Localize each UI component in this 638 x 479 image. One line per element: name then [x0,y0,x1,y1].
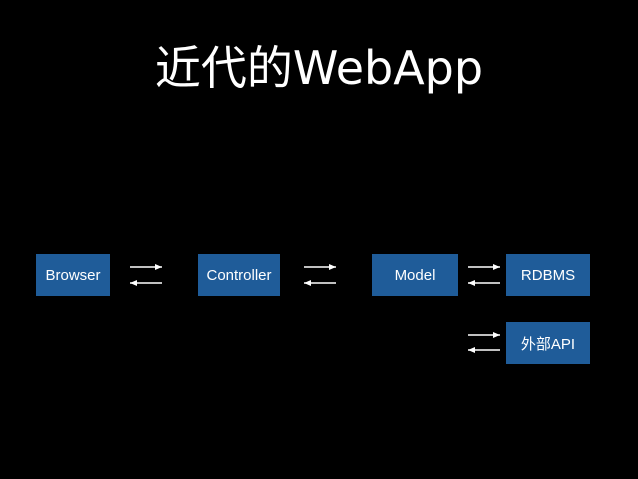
slide-title: 近代的WebApp [154,41,484,95]
model-rdbms-connector [468,264,500,286]
model-node: Model [372,254,458,296]
external-api-node: 外部API [506,322,590,364]
rdbms-node: RDBMS [506,254,590,296]
controller-model-connector [304,264,336,286]
browser-controller-connector [130,264,162,286]
model-external-api-connector [468,332,500,353]
browser-node: Browser [36,254,110,296]
controller-node: Controller [198,254,280,296]
